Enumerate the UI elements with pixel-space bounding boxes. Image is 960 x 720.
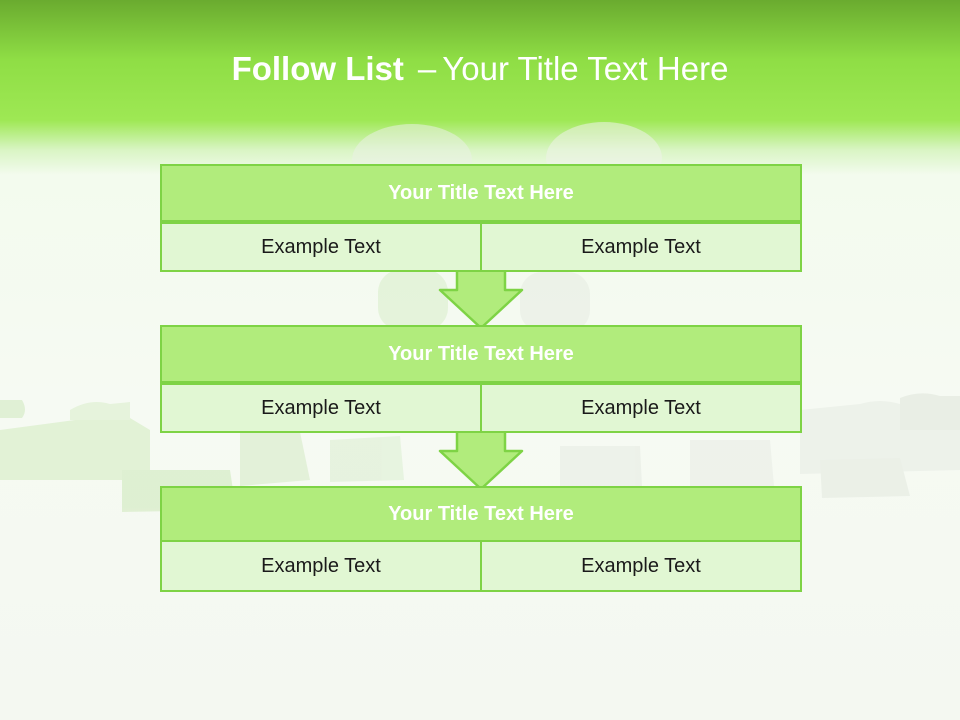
down-arrow-icon <box>438 429 524 491</box>
slide-title-separator: – <box>417 50 437 87</box>
slide-title-rest: Your Title Text Here <box>442 50 729 87</box>
step-cell-left: Example Text <box>160 383 482 433</box>
step-cell-left: Example Text <box>160 540 482 592</box>
step-cell-right: Example Text <box>482 222 802 272</box>
slide-title: Follow List–Your Title Text Here <box>0 50 960 88</box>
step-title: Your Title Text Here <box>160 486 802 542</box>
step-row: Example Text Example Text <box>160 540 802 592</box>
step-title: Your Title Text Here <box>160 325 802 383</box>
step-row: Example Text Example Text <box>160 222 802 272</box>
step-box-2: Your Title Text Here Example Text Exampl… <box>160 325 802 433</box>
step-row: Example Text Example Text <box>160 383 802 433</box>
step-box-1: Your Title Text Here Example Text Exampl… <box>160 164 802 272</box>
step-cell-right: Example Text <box>482 383 802 433</box>
step-box-3: Your Title Text Here Example Text Exampl… <box>160 486 802 592</box>
step-cell-left: Example Text <box>160 222 482 272</box>
step-cell-right: Example Text <box>482 540 802 592</box>
slide-title-bold: Follow List <box>231 50 404 87</box>
down-arrow-icon <box>438 268 524 330</box>
step-title: Your Title Text Here <box>160 164 802 222</box>
